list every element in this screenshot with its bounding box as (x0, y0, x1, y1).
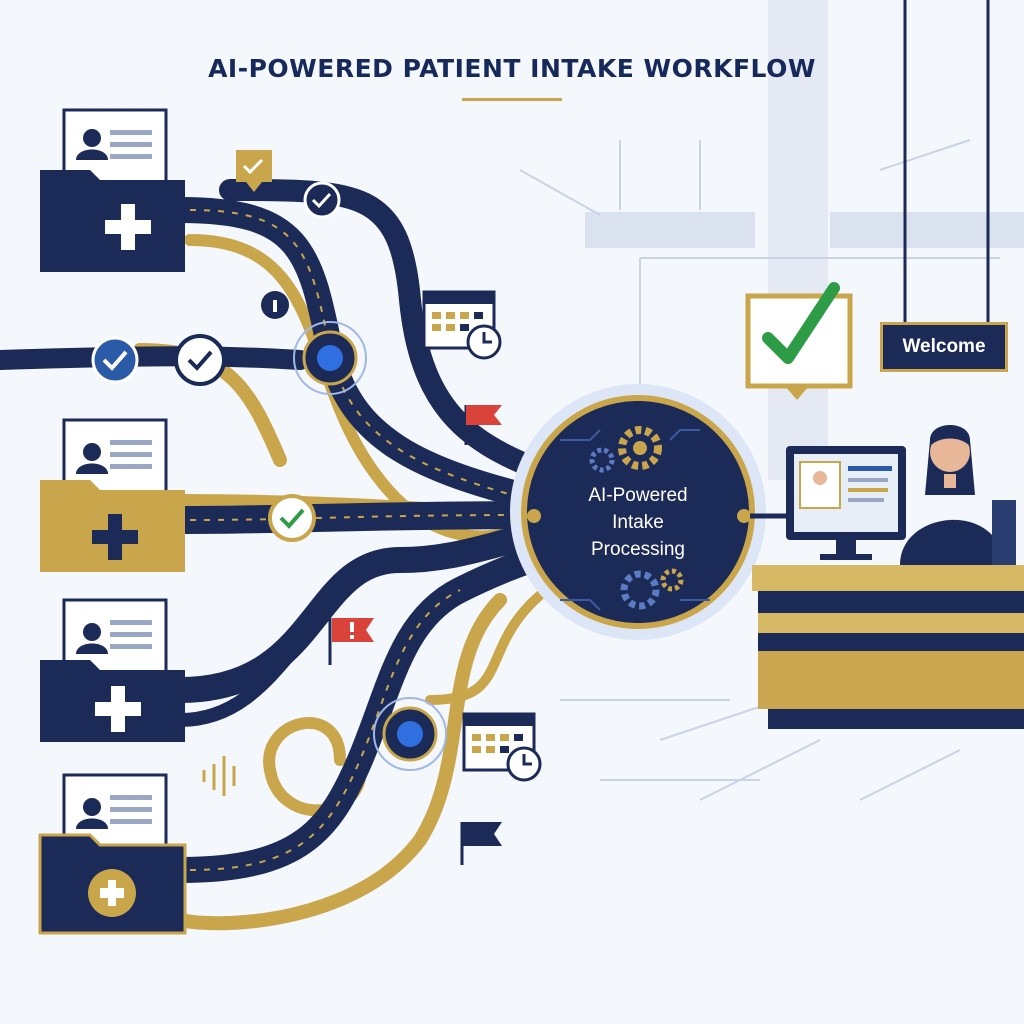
alert-flag-icon (328, 618, 374, 665)
computer-monitor (786, 446, 906, 560)
page-title: AI-POWERED PATIENT INTAKE WORKFLOW (208, 54, 816, 83)
hub-label-line-1: AI-Powered (588, 485, 688, 506)
gear-icon (618, 426, 662, 470)
gear-icon (620, 568, 684, 610)
calendar-clock-icon (462, 712, 542, 782)
building-background (519, 0, 1024, 801)
title-underline (462, 98, 562, 101)
medical-cross-icon (95, 686, 141, 732)
patient-file-3 (40, 598, 185, 742)
red-flag-icon (464, 405, 502, 445)
check-marker-1 (303, 181, 341, 219)
check-marker-2 (91, 336, 139, 384)
receptionist (900, 425, 1016, 565)
hub-label-line-2: Intake (612, 512, 664, 533)
check-marker-3 (174, 334, 226, 386)
patient-file-1 (40, 108, 185, 272)
patient-file-4 (38, 773, 187, 935)
signal-wave-icon (202, 756, 236, 796)
calendar-clock-icon (422, 290, 502, 360)
reception-desk (752, 565, 1024, 729)
patient-file-2 (40, 418, 185, 572)
welcome-sign: Welcome (880, 322, 1008, 372)
welcome-sign-label: Welcome (902, 336, 986, 357)
processing-node-1 (293, 321, 367, 395)
info-node-icon (261, 291, 289, 319)
processing-node-2 (373, 697, 447, 771)
reception-scene (745, 0, 1024, 729)
hub-label: AI-Powered Intake Processing (548, 482, 728, 563)
ai-processing-hub (510, 384, 766, 640)
large-checkmark-badge (745, 282, 853, 400)
navy-flag-icon (460, 822, 502, 865)
check-badge-small (236, 150, 272, 192)
hub-label-line-3: Processing (591, 539, 685, 560)
medical-cross-icon (105, 204, 151, 250)
medical-cross-icon (92, 514, 138, 560)
check-marker-4 (268, 494, 316, 542)
medical-cross-icon (100, 880, 124, 906)
gear-icon (589, 447, 615, 473)
